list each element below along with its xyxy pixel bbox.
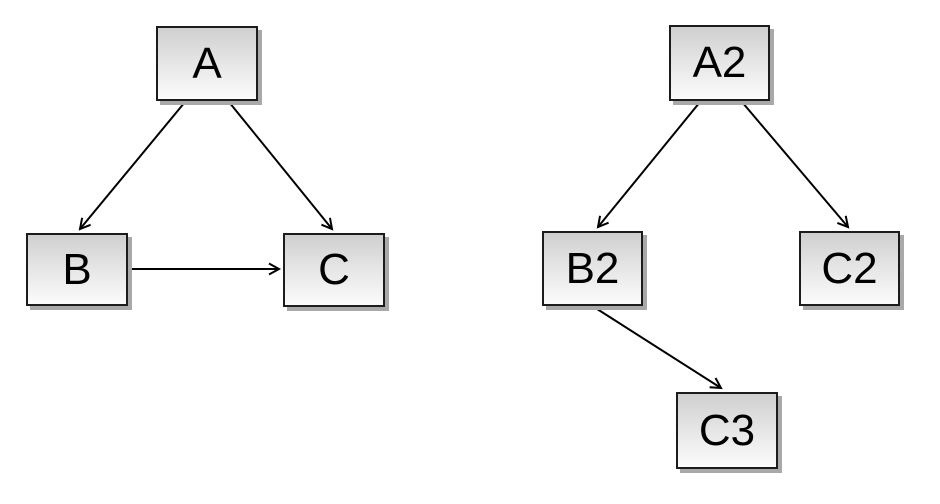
node-C2[interactable]: C2 [799,231,900,306]
node-label: B2 [565,243,620,293]
node-label: C [318,245,350,294]
node-label: C2 [821,243,878,293]
node-A[interactable]: A [156,26,258,101]
edge-B2-to-C3[interactable] [593,306,723,390]
node-A2[interactable]: A2 [669,25,770,101]
node-C3[interactable]: C3 [676,392,778,469]
node-C[interactable]: C [283,233,385,307]
edge-A2-to-C2[interactable] [741,101,850,229]
edge-A2-to-B2[interactable] [596,101,701,229]
node-label: A [192,38,222,88]
node-label: C3 [698,405,756,455]
node-label: A2 [692,38,747,87]
edge-A-to-C[interactable] [228,101,334,231]
edge-A-to-B[interactable] [78,101,186,231]
node-B2[interactable]: B2 [542,231,643,306]
node-B[interactable]: B [26,233,128,306]
node-label: B [62,244,92,294]
